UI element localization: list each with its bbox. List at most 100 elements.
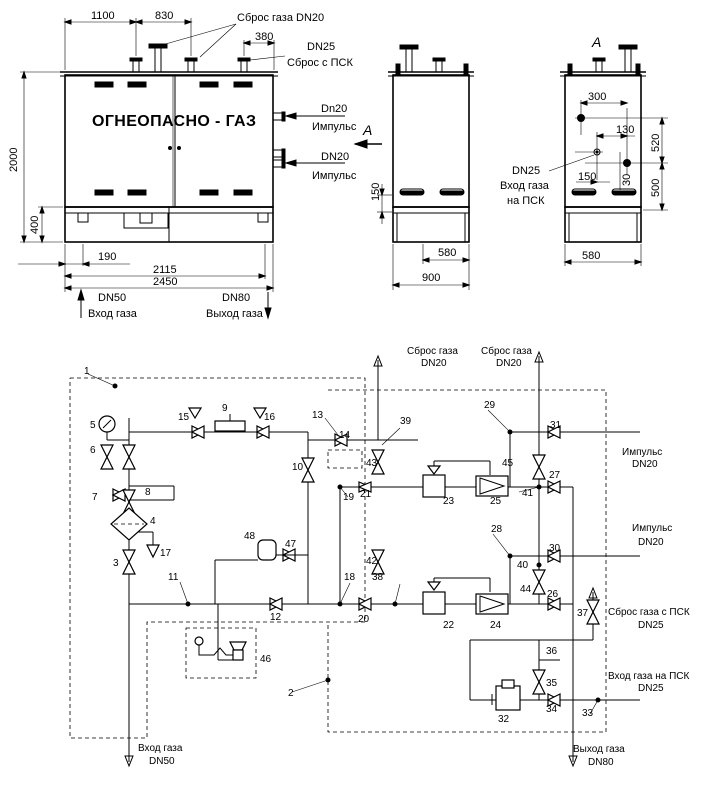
schematic: Сброс газа DN20 Сброс газа DN20 Импульс … [69,345,690,768]
callout-2: 2 [288,688,294,699]
callout-23: 23 [443,496,455,507]
sch-label-sbros-2-dn: DN20 [496,358,522,369]
label-dn80: DN80 [222,292,250,304]
callout-38: 38 [372,572,384,583]
sch-label-impuls-1-dn: DN20 [632,459,658,470]
back-dim-300: 300 [588,91,606,103]
callout-10: 10 [292,462,304,473]
sch-label-vhod-psk-dn: DN25 [638,683,664,694]
callout-22: 22 [443,620,455,631]
sch-label-sbros-2: Сброс газа [481,345,532,357]
callout-32: 32 [498,714,510,725]
sch-label-vyhod-dn: DN80 [588,757,614,768]
callout-12: 12 [270,612,282,623]
back-dim-150: 150 [578,171,596,183]
dim-2450: 2450 [153,276,177,288]
dim-2000: 2000 [8,148,20,172]
callout-48: 48 [244,531,256,542]
label-impulse-1: Импульс [312,121,357,133]
back-dim-130: 130 [616,124,634,136]
callout-34: 34 [546,704,558,715]
callout-7: 7 [92,492,98,503]
front-cabinet-body [64,74,274,208]
callout-20: 20 [358,614,370,625]
sch-label-vhod-psk: Вход газа на ПСК [608,671,689,682]
callout-47: 47 [285,539,297,550]
sch-label-sbros-1: Сброс газа [407,345,458,357]
label-dn20-impulse-2: DN20 [321,151,349,163]
callout-15: 15 [178,412,190,423]
back-view-a: А 300 130 [500,34,668,266]
label-sbros-gaza-dn20: Сброс газа DN20 [237,12,324,24]
sch-label-impuls-2-dn: DN20 [638,537,664,548]
sch-label-vhod-dn: DN50 [149,756,175,767]
callout-37: 37 [577,608,589,619]
enclosure-46 [185,627,257,679]
label-dn50: DN50 [98,292,126,304]
callout-19: 19 [343,492,355,503]
filter-24 [475,593,509,615]
back-label-vhod-gaza: Вход газа [500,180,550,192]
callout-16: 16 [264,412,276,423]
dim-830: 830 [155,10,173,22]
sch-label-vyhod: Выход газа [573,744,625,755]
enclosure-2 [327,389,607,733]
callout-21: 21 [360,489,372,500]
dim-400: 400 [29,216,41,234]
callout-9: 9 [222,403,228,414]
back-label-na-psk: на ПСК [507,195,545,207]
callout-26: 26 [547,589,559,600]
callout-5: 5 [90,420,96,431]
back-dim-580: 580 [582,250,600,262]
back-dim-520: 520 [650,134,662,152]
side-dim-580: 580 [438,247,456,259]
back-dim-500: 500 [650,179,662,197]
callout-33: 33 [582,708,594,719]
back-label-dn25: DN25 [512,165,540,177]
callout-31: 31 [550,420,562,431]
dim-2115: 2115 [153,264,177,276]
dim-1100: 1100 [91,10,115,22]
regulator-22 [422,591,446,615]
sch-label-sbros-psk: Сброс газа с ПСК [608,606,690,618]
sch-label-impuls-2: Импульс [632,523,672,534]
callout-4: 4 [150,516,156,527]
callout-36: 36 [546,646,558,657]
dim-380: 380 [255,31,273,43]
front-warning-title: ОГНЕОПАСНО - ГАЗ [92,113,256,130]
view-a-arrow-label: А [362,122,372,138]
view-a-title: А [591,34,601,50]
side-dim-900: 900 [422,272,440,284]
callout-27: 27 [549,470,561,481]
callout-1: 1 [84,366,90,377]
callout-43: 43 [366,458,378,469]
callout-35: 35 [546,678,558,689]
safety-valve-32 [495,685,521,711]
back-dim-30: 30 [621,174,633,186]
sch-label-sbros-1-dn: DN20 [421,358,447,369]
dim-190: 190 [98,251,116,263]
callout-11: 11 [168,572,179,583]
callout-13: 13 [312,410,324,421]
callout-3: 3 [113,558,119,569]
sch-label-vhod: Вход газа [138,743,183,754]
label-dn25: DN25 [307,41,335,53]
callout-42: 42 [366,556,378,567]
callout-18: 18 [344,572,356,583]
callout-17: 17 [160,548,172,559]
callout-40: 40 [517,560,529,571]
regulator-23 [422,474,446,498]
label-sbros-psk: Сброс с ПСК [287,57,353,69]
callout-8: 8 [145,487,151,498]
callout-44: 44 [520,584,532,595]
filter-25 [475,475,509,497]
enclosure-1 [69,377,366,739]
callout-41: 41 [522,488,534,499]
callout-29: 29 [484,400,496,411]
callout-6: 6 [90,445,96,456]
side-dim-150: 150 [370,183,382,201]
callout-46: 46 [260,654,272,665]
